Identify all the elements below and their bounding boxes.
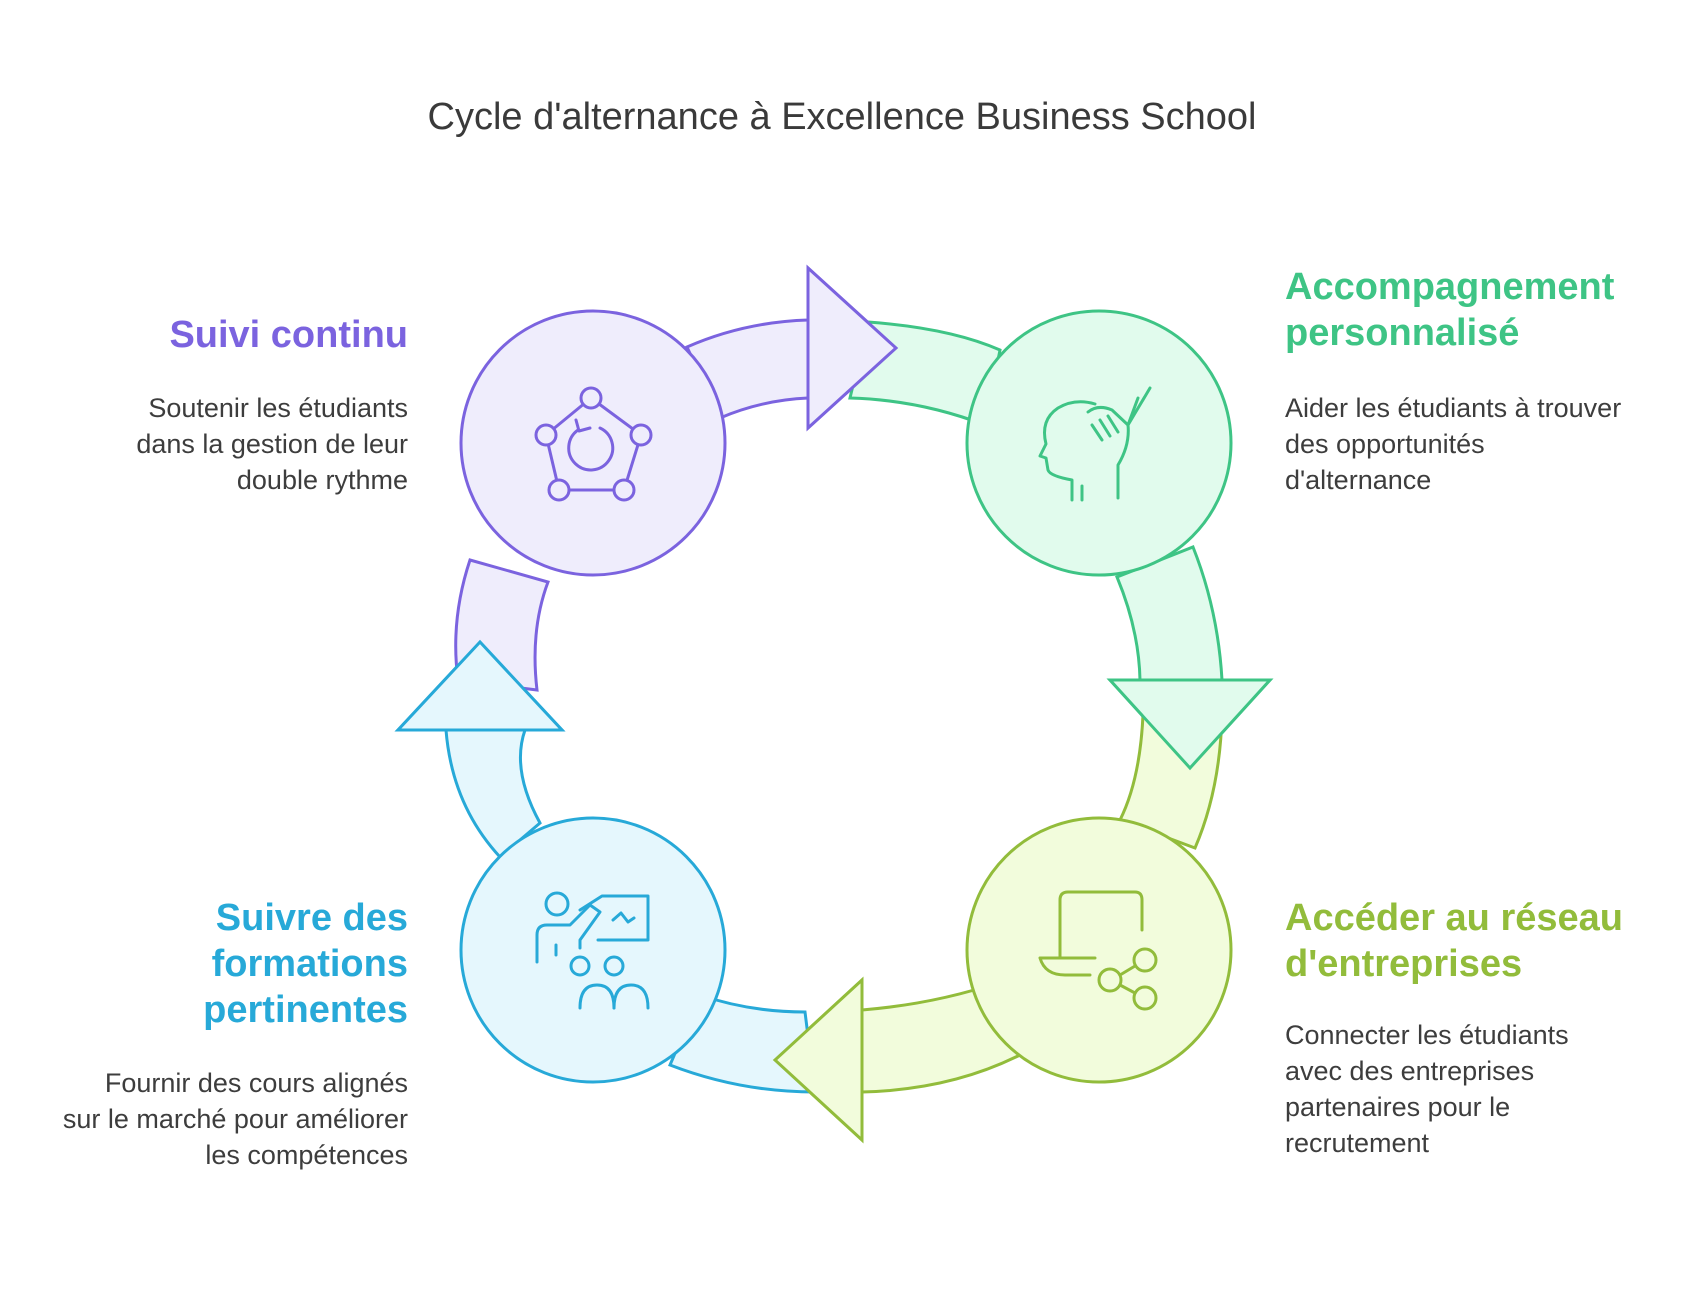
arrowhead-formations xyxy=(394,639,566,732)
step-title-suivi: Suivi continu xyxy=(169,314,408,356)
teacher-presentation-icon xyxy=(535,891,650,1010)
step-desc-accompagnement: Aider les étudiants à trouver des opport… xyxy=(1285,393,1622,495)
circle-reseau xyxy=(965,816,1233,1084)
step-title-formations: Suivre des formations pertinentes xyxy=(203,897,408,1031)
arrowhead-suivi xyxy=(806,264,899,432)
step-desc-suivi: Soutenir les étudiants dans la gestion d… xyxy=(136,393,408,495)
step-title-accompagnement: Accompagnement personnalisé xyxy=(1285,266,1615,354)
circle-accompagnement xyxy=(965,309,1233,577)
step-title-reseau: Accéder au réseau d'entreprises xyxy=(1285,897,1623,985)
laptop-share-icon xyxy=(1038,890,1158,1011)
step-desc-reseau: Connecter les étudiants avec des entrepr… xyxy=(1285,1020,1569,1158)
arrowhead-reseau xyxy=(772,976,864,1144)
cycle-network-icon xyxy=(534,386,653,502)
head-hand-support-icon xyxy=(1038,386,1152,502)
step-desc-formations: Fournir des cours alignés sur le marché … xyxy=(62,1068,408,1170)
circle-suivi xyxy=(459,309,727,577)
arrowhead-accompagnement xyxy=(1106,678,1274,771)
circle-formations xyxy=(459,816,727,1084)
diagram-title: Cycle d'alternance à Excellence Business… xyxy=(427,96,1257,138)
